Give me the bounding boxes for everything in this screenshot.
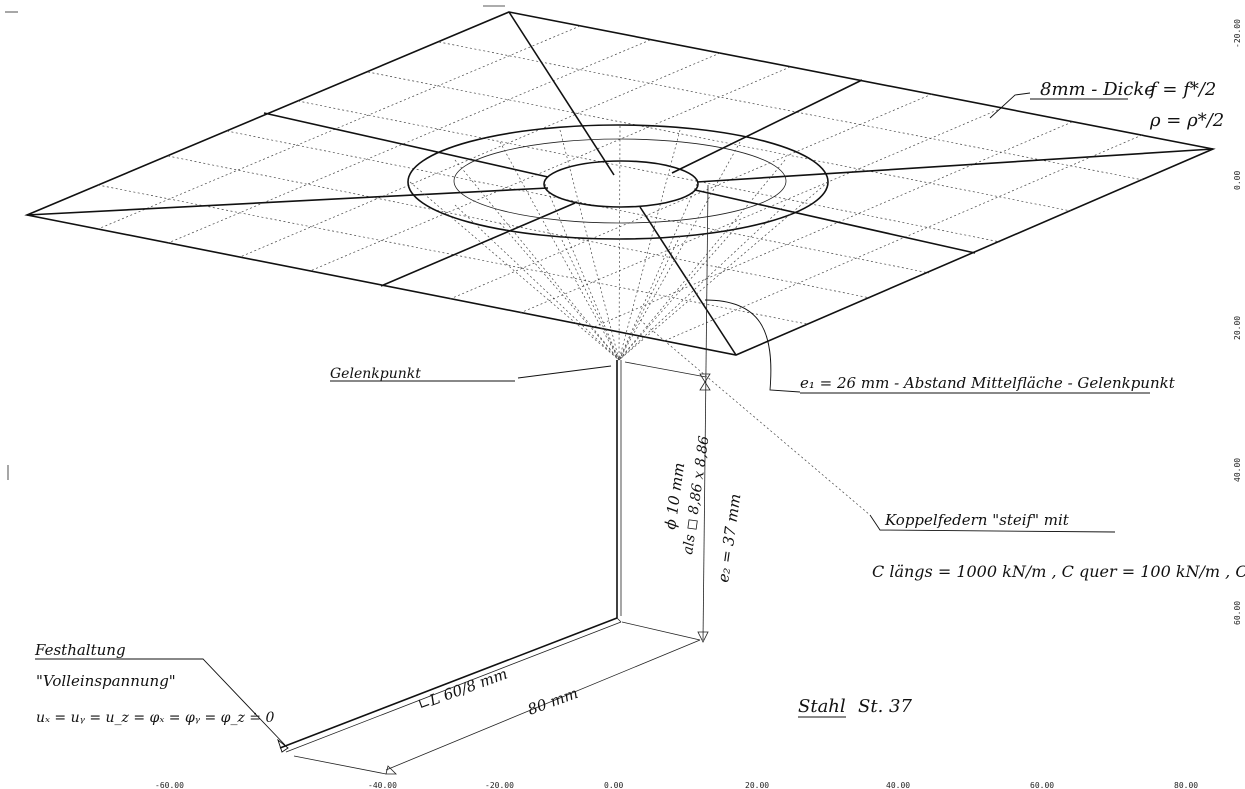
- dim-80-label: 80 mm: [525, 684, 580, 719]
- x-tick-label: -40.00: [368, 781, 397, 789]
- plate-title: 8mm - Dicke: [1040, 79, 1155, 100]
- diameter-alt-label: als ◻ 8,86 x 8,86: [680, 435, 713, 556]
- y-tick-label: 20.00: [1233, 316, 1242, 340]
- coupling-cone: [409, 125, 829, 361]
- y-tick-label: 0.00: [1233, 171, 1242, 190]
- y-tick-label: 40.00: [1233, 458, 1242, 482]
- fixation-equation: uₓ = uᵧ = u_z = φₓ = φᵧ = φ_z ≐ 0: [36, 710, 274, 726]
- y-axis: -20.00 0.00 20.00 40.00 60.00: [1233, 19, 1242, 625]
- x-axis: -60.00 -40.00 -20.00 0.00 20.00 40.00 60…: [155, 781, 1198, 789]
- fixation-label: Festhaltung: [34, 641, 126, 659]
- x-tick-label: -60.00: [155, 781, 184, 789]
- radial-lines: [26, 11, 1214, 356]
- outer-ring: [407, 124, 829, 240]
- hinge-label: Gelenkpunkt: [330, 366, 421, 382]
- middle-ring: [453, 138, 787, 224]
- x-tick-label: 0.00: [604, 781, 623, 789]
- dimension-lines: [293, 184, 711, 775]
- equation-rho: ρ = ρ*/2: [1149, 110, 1224, 131]
- x-tick-label: -20.00: [485, 781, 514, 789]
- x-tick-label: 40.00: [886, 781, 910, 789]
- y-tick-label: -20.00: [1233, 19, 1242, 48]
- coupling-label: Koppelfedern "steif" mit: [884, 511, 1070, 529]
- plate-outline: [24, 11, 1216, 356]
- x-tick-label: 60.00: [1030, 781, 1054, 789]
- material-label: Stahl: [798, 696, 846, 717]
- y-tick-label: 60.00: [1233, 601, 1242, 625]
- full-clamp-label: "Volleinspannung": [36, 672, 176, 690]
- x-tick-label: 20.00: [745, 781, 769, 789]
- inner-ring: [543, 160, 699, 208]
- e2-label: e₂ = 37 mm: [714, 493, 744, 584]
- coupling-values: C längs = 1000 kN/m , C quer = 100 kN/m …: [872, 562, 1245, 581]
- equation-f: f = f*/2: [1148, 79, 1216, 100]
- leader-lines: [140, 92, 1116, 753]
- steel-post: [279, 360, 622, 753]
- angle-profile-label: ∟L 60/8 mm: [415, 665, 510, 714]
- material-value: St. 37: [858, 696, 912, 717]
- x-tick-label: 80.00: [1174, 781, 1198, 789]
- mesh-grid: [97, 25, 1144, 342]
- e1-label: e₁ = 26 mm - Abstand Mittelfläche - Gele…: [800, 374, 1176, 392]
